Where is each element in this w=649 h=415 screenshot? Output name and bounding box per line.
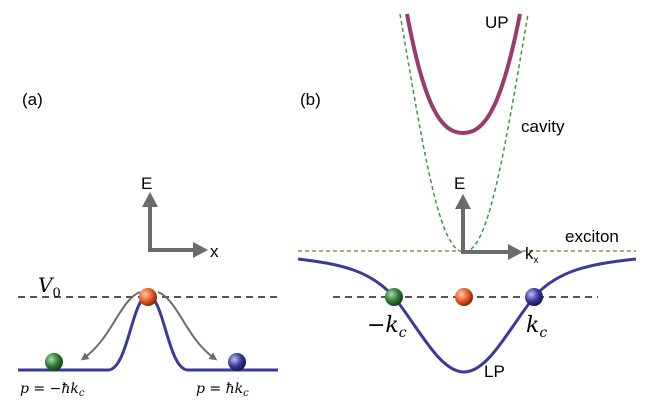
panel-b-axes: [455, 194, 523, 260]
cavity-label: cavity: [521, 117, 565, 136]
lp-label: LP: [484, 362, 505, 381]
lower-polariton-curve: [297, 257, 637, 374]
neg-kc-label: −kc: [367, 313, 407, 341]
right-momentum-label: p = ħkc: [196, 381, 249, 399]
panel-a-x-label: x: [210, 242, 219, 261]
left-momentum-label: p = −ħkc: [20, 381, 85, 399]
particle-orange-zero: [455, 288, 473, 306]
particle-blue: [228, 353, 246, 371]
particle-green-neg-kc: [385, 288, 403, 306]
panel-a-label: (a): [22, 90, 43, 109]
panel-b-e-arrowhead: [455, 194, 471, 209]
upper-polariton-curve: [405, 13, 522, 136]
particle-orange: [139, 288, 157, 306]
panel-b-label: (b): [300, 90, 321, 109]
panel-a-e-arrowhead: [142, 192, 158, 207]
particle-blue-pos-kc: [525, 288, 543, 306]
left-scatter-arrow: [80, 291, 141, 361]
pos-kc-label: kc: [526, 313, 547, 341]
panel-a-e-label: E: [141, 174, 152, 193]
right-scatter-arrow: [157, 291, 218, 361]
panel-b-k-label: kx: [525, 244, 539, 266]
cavity-dispersion: [399, 13, 529, 253]
potential-label: V0: [38, 273, 61, 301]
exciton-label: exciton: [565, 227, 619, 246]
up-label: UP: [485, 13, 509, 32]
panel-b-k-arrowhead: [508, 244, 523, 260]
panel-a-axes: [142, 192, 208, 258]
panel-b-e-label: E: [454, 174, 465, 193]
panel-a-x-arrowhead: [193, 242, 208, 258]
particle-green: [45, 353, 63, 371]
